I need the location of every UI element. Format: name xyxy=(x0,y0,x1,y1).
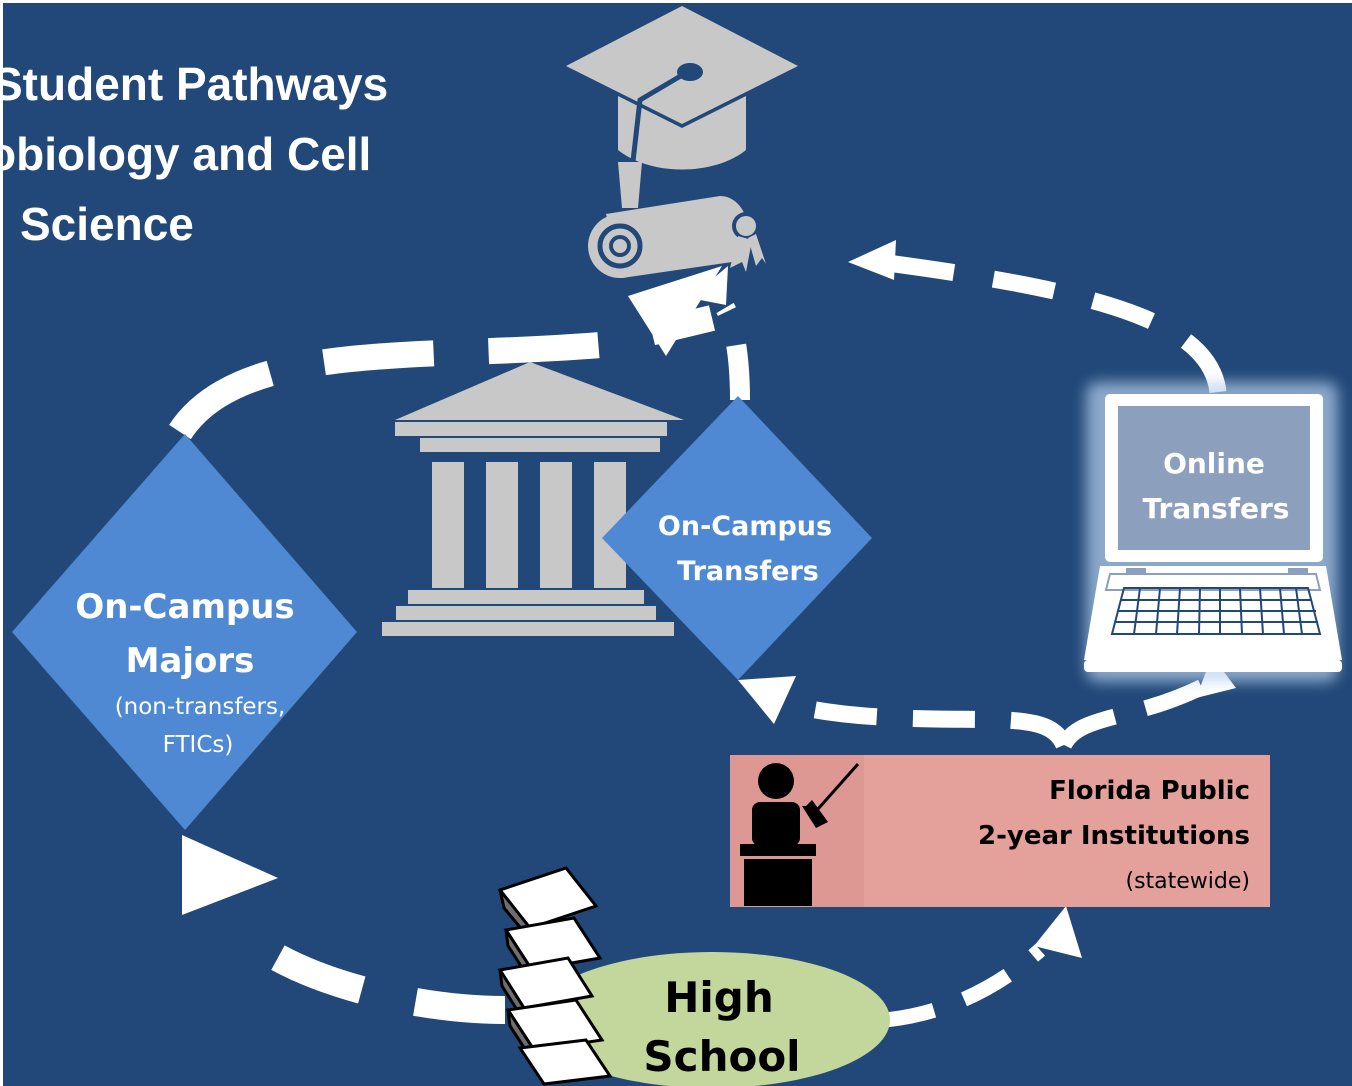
arrowhead-oncampus-transfers xyxy=(738,676,796,724)
high-school-label-1: High xyxy=(664,973,774,1022)
online-transfers-label-1: Online xyxy=(1163,447,1265,480)
florida-public-label-1: Florida Public xyxy=(1049,776,1250,806)
on-campus-majors-sub-2: FTICs) xyxy=(163,732,234,758)
arrow-majors-to-diploma xyxy=(169,305,716,440)
on-campus-transfers-node: On-Campus Transfers xyxy=(602,396,872,680)
title-line-3: Science xyxy=(20,198,194,250)
on-campus-majors-diamond xyxy=(12,434,357,830)
high-school-label-2: School xyxy=(643,1032,800,1081)
arrowhead-diploma-main xyxy=(628,266,722,356)
florida-public-sub: (statewide) xyxy=(1125,869,1250,894)
arrow-florida-to-online xyxy=(1056,673,1219,750)
arrow-highschool-to-majors xyxy=(257,938,506,1024)
florida-public-label-2: 2-year Institutions xyxy=(978,821,1250,851)
high-school-node: High School xyxy=(497,866,890,1086)
title-line-1: Student Pathways xyxy=(0,58,388,110)
title-line-2: obiology and Cell xyxy=(0,128,371,180)
online-transfers-node: Online Transfers xyxy=(1084,382,1342,682)
arrow-florida-to-oncampus-transfers xyxy=(776,692,1072,750)
on-campus-transfers-label-2: Transfers xyxy=(677,556,819,587)
book-stack-icon xyxy=(497,866,613,1086)
arrow-heads xyxy=(182,240,1236,958)
arrowhead-online-to-diploma xyxy=(848,240,896,280)
teacher-lectern-icon xyxy=(740,763,860,906)
on-campus-majors-node: On-Campus Majors (non-transfers, FTICs) xyxy=(12,434,357,830)
online-transfers-label-2: Transfers xyxy=(1143,492,1290,525)
graduation-cap-icon xyxy=(566,6,798,208)
arrow-highschool-to-florida xyxy=(884,944,1046,1028)
on-campus-majors-label-1: On-Campus xyxy=(75,587,294,627)
florida-public-node: Florida Public 2-year Institutions (stat… xyxy=(730,755,1270,907)
arrow-online-to-diploma xyxy=(878,253,1227,394)
title: Student Pathways obiology and Cell Scien… xyxy=(0,58,388,250)
laptop-icon xyxy=(1084,394,1342,672)
on-campus-majors-label-2: Majors xyxy=(126,641,255,681)
high-school-oval xyxy=(534,952,890,1086)
on-campus-transfers-label-1: On-Campus xyxy=(658,511,832,542)
arrow-transfers-to-diploma xyxy=(716,302,750,401)
arrowhead-diploma-transfers xyxy=(690,266,728,305)
diploma-scroll-icon xyxy=(588,196,766,278)
pathway-arrows xyxy=(169,253,1227,1028)
on-campus-transfers-diamond xyxy=(602,396,872,680)
university-building-icon xyxy=(382,362,684,636)
arrowhead-florida xyxy=(1034,906,1082,958)
on-campus-majors-sub-1: (non-transfers, xyxy=(115,694,286,720)
arrowhead-majors xyxy=(182,835,278,915)
